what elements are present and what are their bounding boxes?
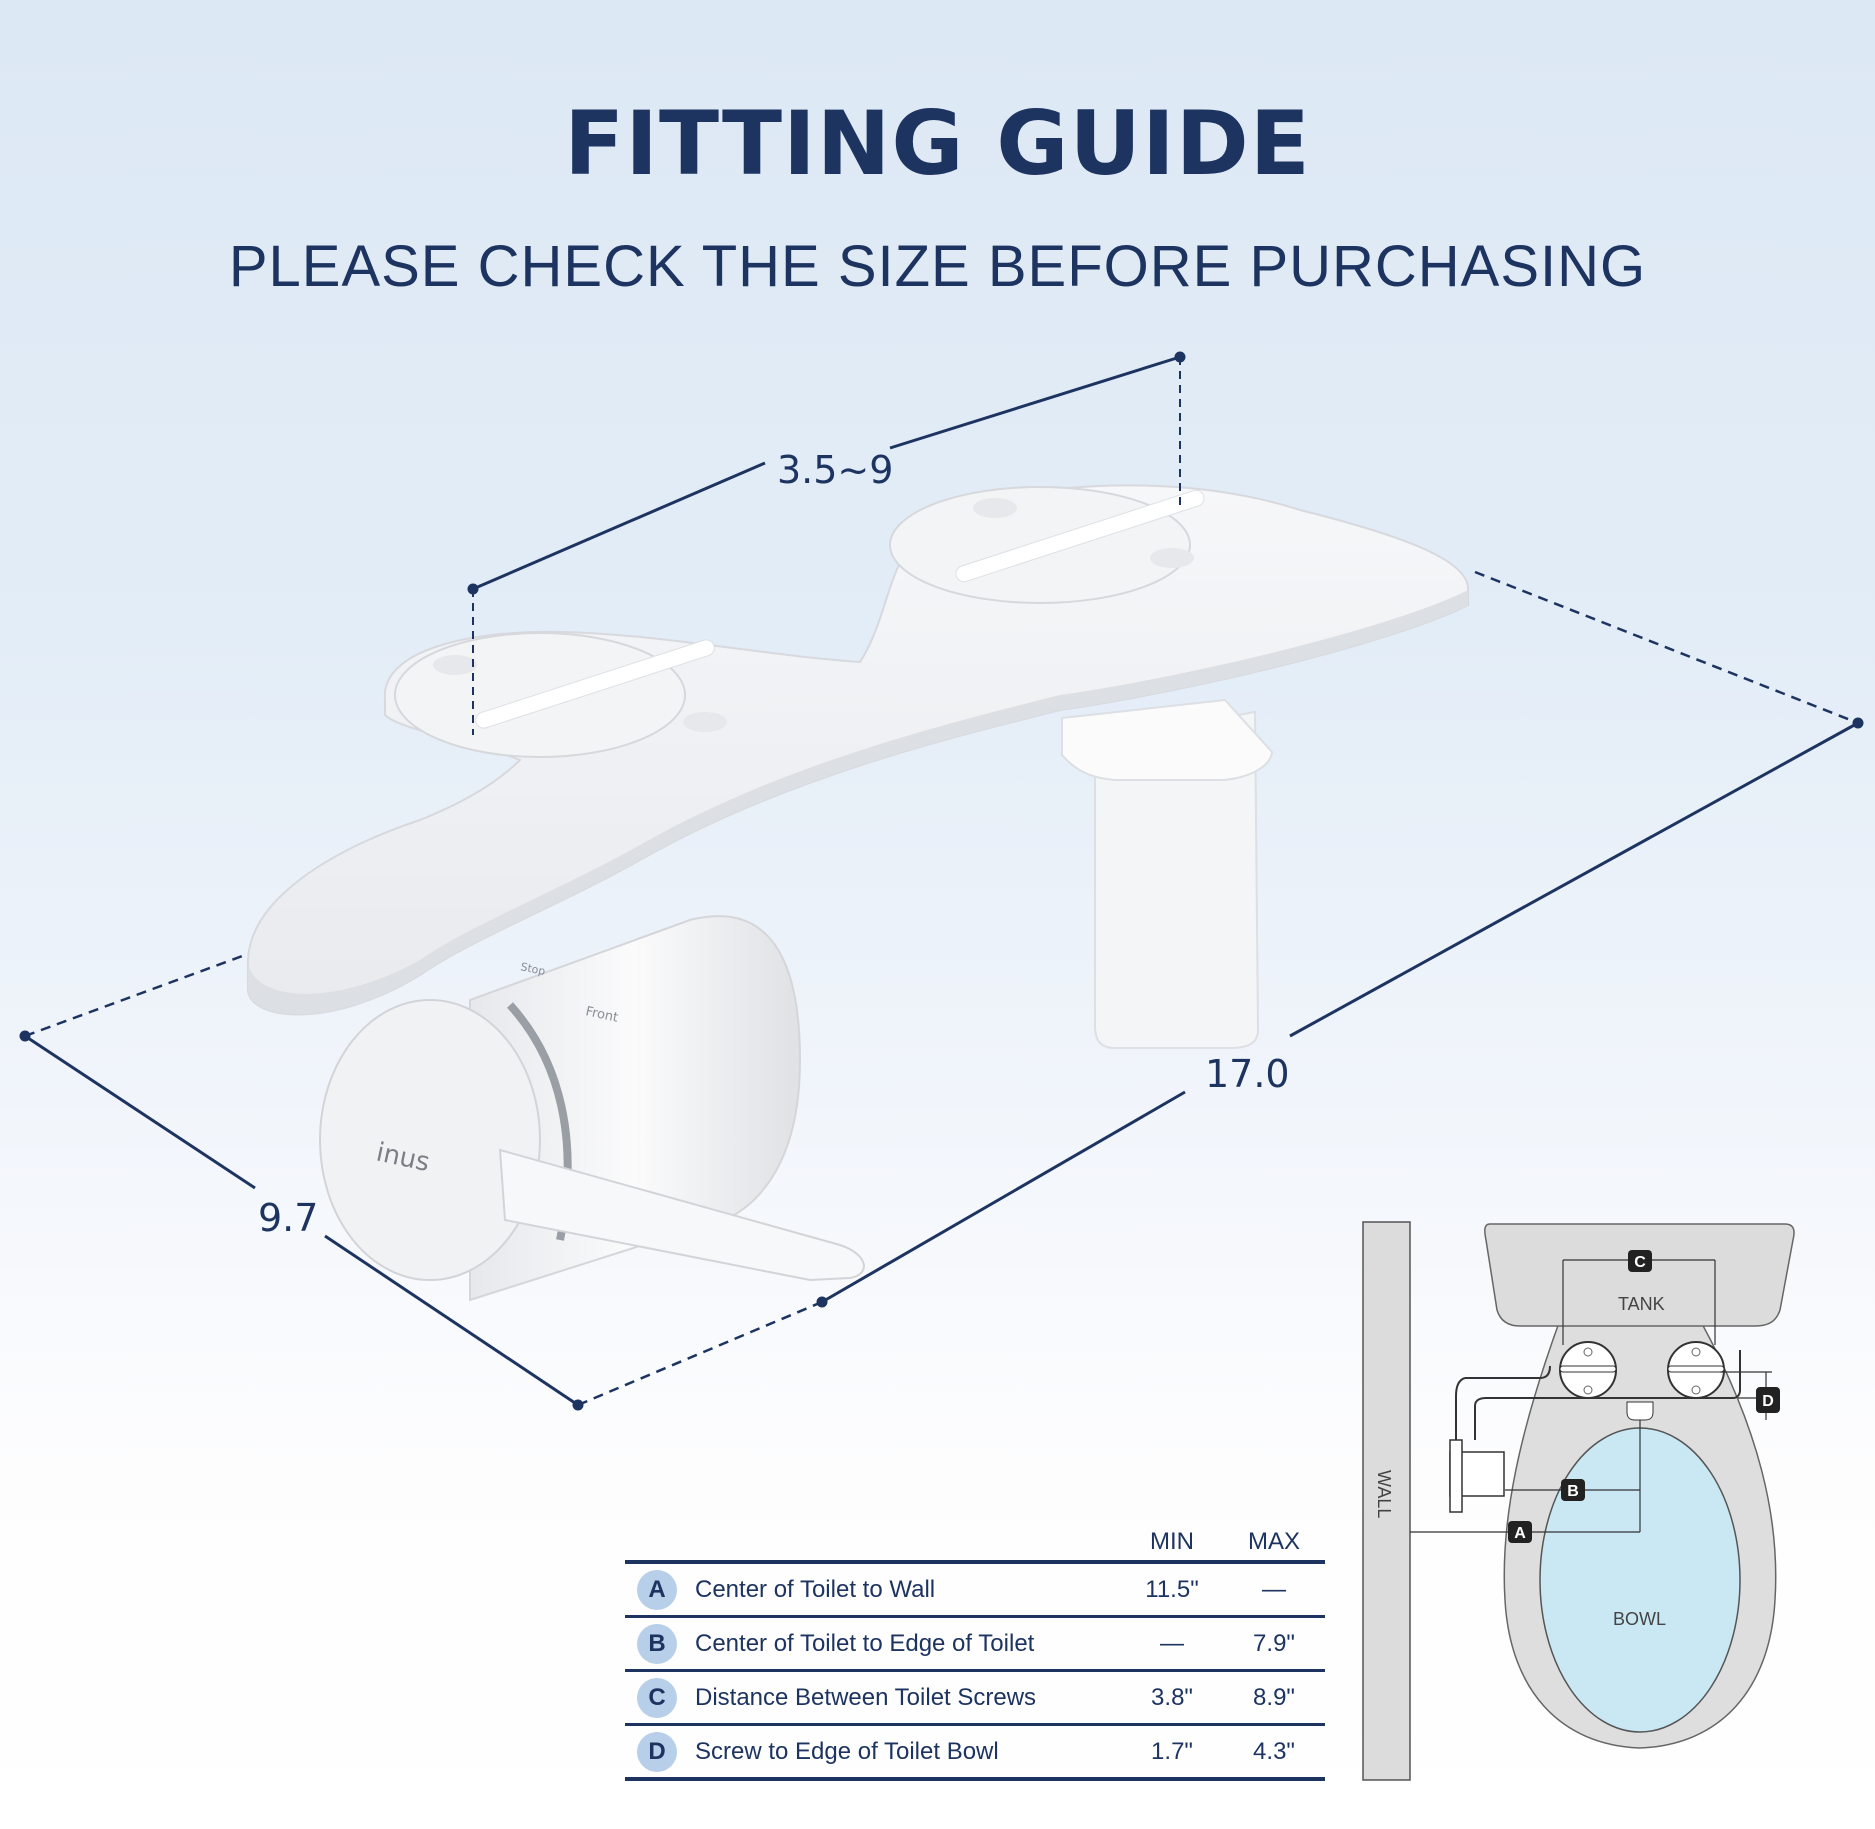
row-label: Distance Between Toilet Screws bbox=[695, 1683, 1037, 1711]
page-subtitle: PLEASE CHECK THE SIZE BEFORE PURCHASING bbox=[228, 234, 1647, 299]
table-row: B Center of Toilet to Edge of Toilet — 7… bbox=[625, 1618, 1325, 1672]
measurement-table: MIN MAX A Center of Toilet to Wall 11.5"… bbox=[625, 1528, 1325, 1781]
badge-c: C bbox=[637, 1677, 677, 1718]
row-min: 11.5" bbox=[1145, 1575, 1199, 1603]
marker-b bbox=[1561, 1479, 1585, 1501]
tank-label: TANK bbox=[1618, 1294, 1665, 1314]
svg-text:D: D bbox=[1762, 1393, 1774, 1410]
mounting-plate bbox=[247, 484, 1470, 1016]
column-min: MIN bbox=[1150, 1528, 1194, 1555]
marker-c bbox=[1628, 1250, 1652, 1272]
page-title: FITTING GUIDE bbox=[564, 92, 1311, 195]
dimension-lines bbox=[19, 351, 1864, 1411]
marker-d bbox=[1756, 1387, 1780, 1413]
table-header: MIN MAX bbox=[625, 1528, 1325, 1560]
table-row: D Screw to Edge of Toilet Bowl 1.7" 4.3" bbox=[625, 1726, 1325, 1781]
dial-label-front: Front bbox=[584, 1004, 619, 1026]
column-max: MAX bbox=[1247, 1528, 1300, 1555]
row-max: 7.9" bbox=[1253, 1629, 1295, 1657]
svg-text:A: A bbox=[1514, 1525, 1526, 1542]
dimension-length: 17.0 bbox=[1205, 1052, 1290, 1096]
svg-text:B: B bbox=[1567, 1483, 1579, 1500]
wall-label: WALL bbox=[1374, 1470, 1394, 1518]
row-min: — bbox=[1160, 1629, 1184, 1657]
table-top-rule bbox=[625, 1560, 1325, 1564]
row-min: 1.7" bbox=[1151, 1737, 1193, 1765]
row-min: 3.8" bbox=[1151, 1683, 1193, 1711]
row-label: Center of Toilet to Wall bbox=[695, 1575, 936, 1603]
dial-label-stop: Stop bbox=[519, 960, 546, 978]
tank-shape bbox=[1484, 1223, 1795, 1327]
svg-text:C: C bbox=[1634, 1254, 1646, 1271]
dimension-screw-distance: 3.5~9 bbox=[777, 448, 894, 492]
row-label: Screw to Edge of Toilet Bowl bbox=[695, 1737, 999, 1765]
badge-b: B bbox=[637, 1623, 677, 1664]
row-label: Center of Toilet to Edge of Toilet bbox=[695, 1629, 1035, 1657]
row-max: 4.3" bbox=[1253, 1737, 1295, 1765]
badge-d: D bbox=[637, 1731, 677, 1772]
bowl-label: BOWL bbox=[1613, 1609, 1666, 1629]
wall-shape bbox=[1362, 1221, 1411, 1781]
table-row: A Center of Toilet to Wall 11.5" — bbox=[625, 1564, 1325, 1618]
row-max: — bbox=[1262, 1575, 1286, 1603]
marker-a bbox=[1508, 1521, 1532, 1543]
table-row: C Distance Between Toilet Screws 3.8" 8.… bbox=[625, 1672, 1325, 1726]
control-knob: inus Stop Front bbox=[319, 915, 865, 1302]
dimension-width: 9.7 bbox=[258, 1196, 319, 1240]
row-max: 8.9" bbox=[1253, 1683, 1295, 1711]
badge-a: A bbox=[637, 1569, 677, 1610]
nozzle-housing bbox=[1061, 698, 1274, 1049]
